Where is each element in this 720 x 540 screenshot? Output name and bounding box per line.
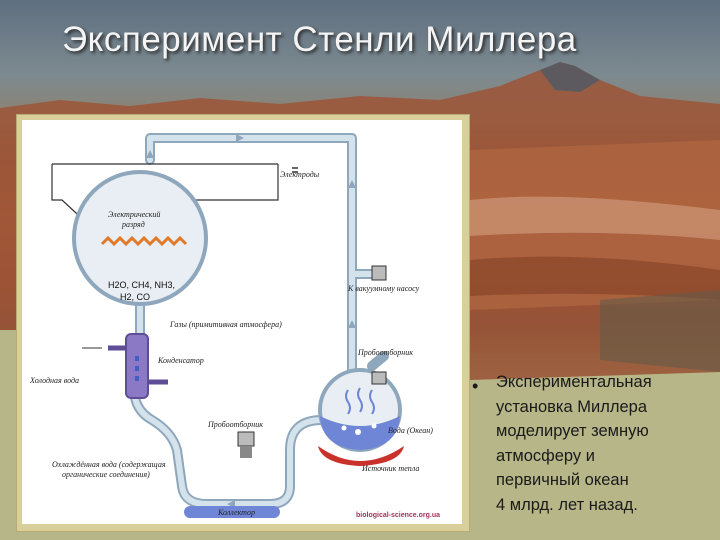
- slide-title: Эксперимент Стенли Миллера: [62, 20, 577, 60]
- label-discharge-1: Электрический: [108, 210, 160, 219]
- miller-apparatus-diagram: Электроды Электрический разряд H2O, CH4,…: [22, 120, 462, 524]
- caption-line: моделирует земную: [496, 419, 710, 444]
- label-gases-2: H2, CO: [120, 292, 150, 302]
- caption-line: первичный океан: [496, 468, 710, 493]
- caption-line: атмосферу и: [496, 444, 710, 469]
- label-ocean-water: Вода (Океан): [388, 426, 433, 435]
- label-gases-atmosphere: Газы (примитивная атмосфера): [170, 320, 282, 329]
- label-electrodes: Электроды: [280, 170, 319, 179]
- label-condenser: Конденсатор: [158, 356, 204, 365]
- label-cold-water: Холодная вода: [30, 376, 79, 385]
- label-cooled-water-2: органические соединения): [62, 470, 150, 479]
- label-collector: Коллектор: [218, 508, 255, 517]
- label-sampler-top: Пробоотборник: [358, 348, 413, 357]
- bullet-marker: •: [472, 376, 478, 397]
- label-heat-source: Источник тепла: [362, 464, 419, 473]
- caption-line: 4 млрд. лет назад.: [496, 493, 710, 518]
- watermark: biological-science.org.ua: [356, 512, 440, 519]
- caption-line: Экспериментальная: [496, 370, 710, 395]
- label-vacuum-pump: К вакуумному насосу: [348, 284, 419, 293]
- label-discharge-2: разряд: [122, 220, 145, 229]
- label-sampler-bottom: Пробоотборник: [208, 420, 263, 429]
- label-cooled-water-1: Охлаждённая вода (содержащая: [52, 460, 166, 469]
- label-gases-1: H2O, CH4, NH3,: [108, 280, 175, 290]
- caption-line: установка Миллера: [496, 395, 710, 420]
- caption-text: Экспериментальная установка Миллера моде…: [496, 370, 710, 517]
